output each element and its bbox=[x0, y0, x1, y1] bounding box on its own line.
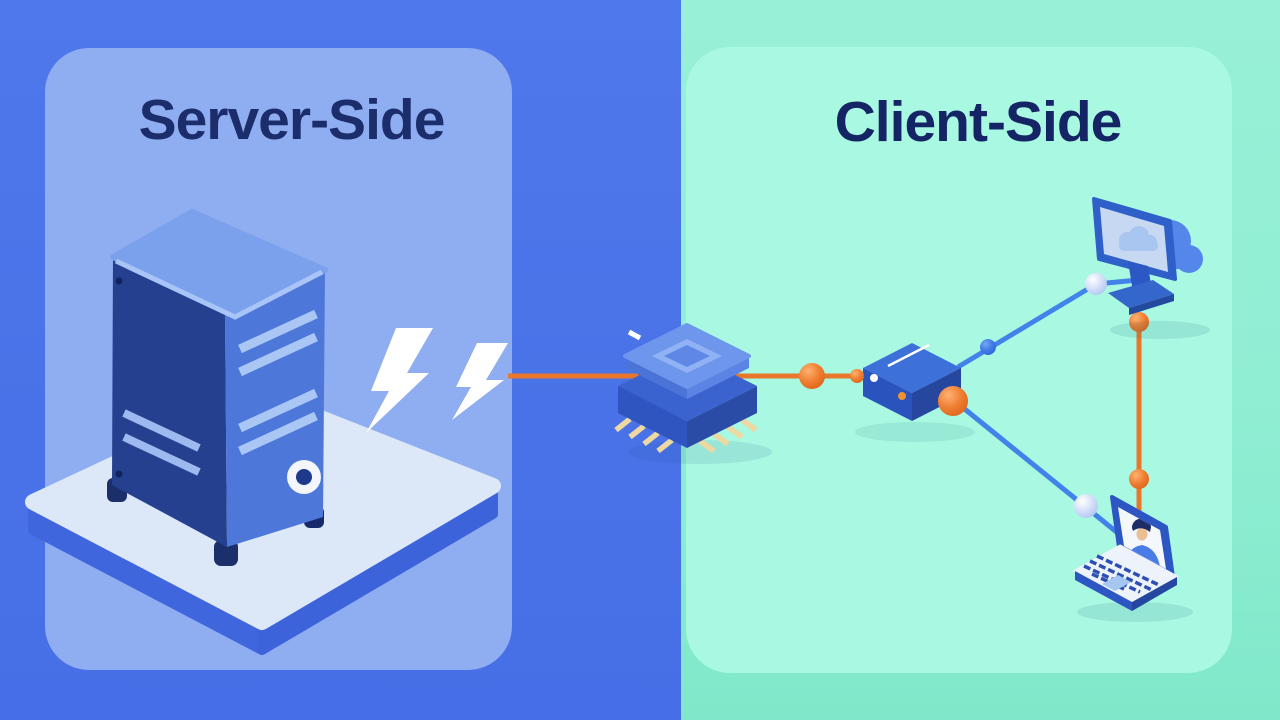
router-led-orange bbox=[898, 392, 906, 400]
tower-left-face bbox=[112, 257, 227, 547]
tower-vents bbox=[238, 309, 318, 456]
cpu-chip-icon bbox=[614, 323, 772, 464]
light-node bbox=[1085, 273, 1107, 295]
lightning-bolt-icons bbox=[366, 328, 508, 433]
client-side-title: Client-Side bbox=[834, 90, 1123, 154]
chip-pins bbox=[614, 416, 758, 454]
laptop-video-call-icon bbox=[1073, 495, 1193, 622]
orange-node bbox=[938, 386, 968, 416]
monitor-base bbox=[1108, 280, 1174, 308]
connection-nodes bbox=[799, 273, 1149, 518]
line-router-to-laptop bbox=[954, 400, 1126, 540]
router-led-white bbox=[870, 374, 878, 382]
laptop-trackpad bbox=[1102, 575, 1131, 591]
blue-node bbox=[980, 339, 996, 355]
router-icon bbox=[855, 343, 975, 442]
orange-node bbox=[1129, 469, 1149, 489]
screen-cloud-icon bbox=[1119, 226, 1158, 251]
orange-node bbox=[799, 363, 825, 389]
server-tower-icon bbox=[107, 209, 328, 566]
light-node bbox=[1074, 494, 1098, 518]
desktop-monitor-cloud-icon bbox=[1092, 197, 1210, 339]
orange-node bbox=[1129, 312, 1149, 332]
tower-vents-dark-face bbox=[122, 409, 201, 476]
lightning-bolt-icon bbox=[452, 343, 508, 420]
orange-node bbox=[850, 369, 864, 383]
lightning-bolt-icon bbox=[366, 328, 433, 433]
server-side-title: Server-Side bbox=[138, 88, 446, 152]
